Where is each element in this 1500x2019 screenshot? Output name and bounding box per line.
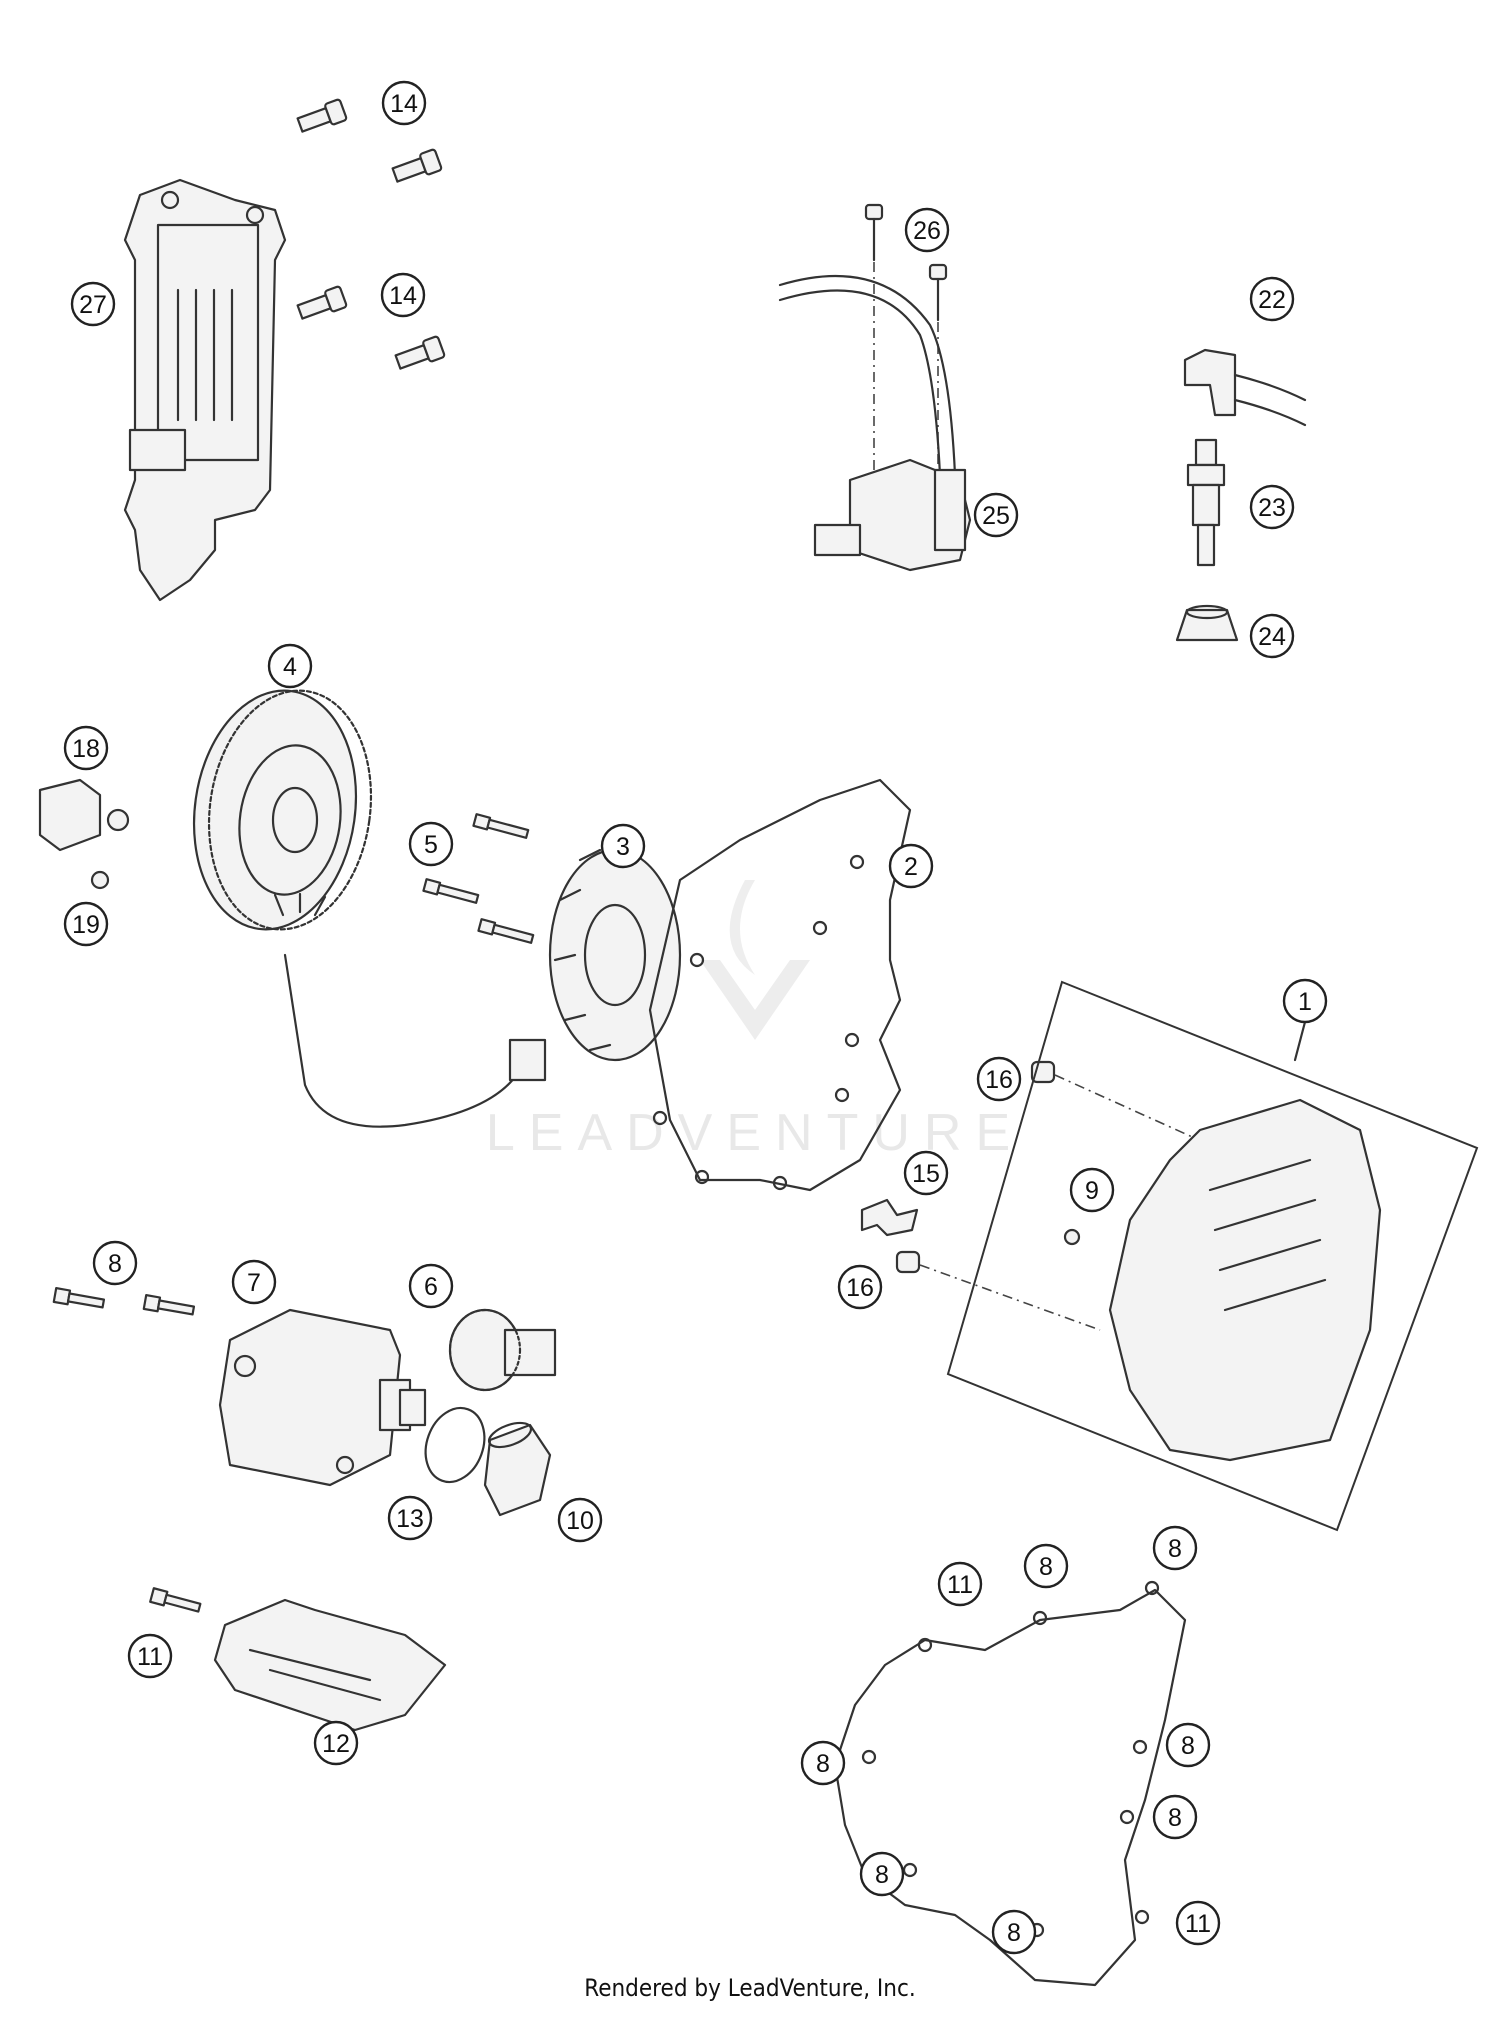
callout-12: 12 (313, 1720, 359, 1766)
spark-plug-23 (1186, 438, 1226, 567)
callout-number: 14 (389, 282, 417, 310)
callout-8: 8 (859, 1851, 905, 1897)
screw-11-left (149, 1587, 202, 1613)
callout-8: 8 (1152, 1794, 1198, 1840)
callout-number: 11 (137, 1643, 163, 1671)
callout-11: 11 (937, 1561, 983, 1607)
callout-number: 19 (72, 911, 100, 939)
o-ring-13 (424, 1406, 486, 1484)
callout-number: 16 (846, 1274, 874, 1302)
callout-27: 27 (70, 281, 116, 327)
callout-number: 8 (1168, 1804, 1182, 1832)
callout-number: 26 (913, 217, 941, 245)
callout-number: 15 (912, 1160, 940, 1188)
callout-7: 7 (231, 1259, 277, 1305)
sensor-18 (38, 778, 130, 852)
callout-8: 8 (1023, 1543, 1069, 1589)
callout-6: 6 (408, 1263, 454, 1309)
callout-number: 6 (424, 1273, 438, 1301)
callout-8: 8 (92, 1240, 138, 1286)
sleeve-10 (483, 1421, 552, 1517)
callout-4: 4 (267, 643, 313, 689)
footer-credit: Rendered by LeadVenture, Inc. (584, 1974, 916, 2002)
callout-11: 11 (1175, 1900, 1221, 1946)
callout-19: 19 (63, 901, 109, 947)
callout-16: 16 (976, 1056, 1022, 1102)
callout-number: 8 (1007, 1919, 1021, 1947)
watermark-text: LEADVENTURE (486, 1104, 1024, 1162)
callout-number: 16 (985, 1066, 1013, 1094)
callout-number: 27 (79, 291, 107, 319)
callout-number: 22 (1258, 286, 1286, 314)
callout-number: 8 (1181, 1732, 1195, 1760)
flywheel-4 (192, 689, 373, 931)
callout-number: 7 (247, 1269, 261, 1297)
stator-3 (273, 848, 682, 1128)
callout-16: 16 (837, 1264, 883, 1310)
callout-number: 5 (424, 831, 438, 859)
ignition-cover-1 (946, 980, 1479, 1532)
callout-23: 23 (1249, 484, 1295, 530)
nut-19 (90, 870, 110, 890)
callout-14: 14 (381, 80, 427, 126)
bolts-14 (296, 98, 446, 370)
seal-24 (1175, 604, 1239, 642)
callout-8: 8 (1152, 1525, 1198, 1571)
callout-9: 9 (1069, 1167, 1115, 1213)
callout-22: 22 (1249, 276, 1295, 322)
callout-8: 8 (991, 1909, 1037, 1955)
callout-number: 8 (1168, 1535, 1182, 1563)
clip-15 (860, 1198, 919, 1237)
callout-18: 18 (63, 725, 109, 771)
callout-8: 8 (800, 1740, 846, 1786)
callout-number: 8 (816, 1750, 830, 1778)
callout-14: 14 (380, 272, 426, 318)
callout-3: 3 (600, 823, 646, 869)
control-unit-27 (123, 178, 287, 602)
protection-plate-12 (213, 1598, 447, 1732)
callout-number: 8 (875, 1861, 889, 1889)
starter-drive-6 (448, 1308, 557, 1392)
callout-number: 10 (566, 1507, 594, 1535)
starter-motor-7 (218, 1308, 427, 1487)
callout-5: 5 (408, 821, 454, 867)
callout-number: 4 (283, 653, 297, 681)
callout-number: 23 (1258, 494, 1286, 522)
callout-11: 11 (127, 1633, 173, 1679)
callout-number: 9 (1085, 1177, 1099, 1205)
callout-10: 10 (557, 1497, 603, 1543)
callout-number: 13 (396, 1505, 424, 1533)
screws-5 (422, 813, 535, 944)
callout-number: 18 (72, 735, 100, 763)
callout-8: 8 (1165, 1722, 1211, 1768)
callout-15: 15 (903, 1150, 949, 1196)
callout-number: 2 (904, 853, 918, 881)
callout-13: 13 (387, 1495, 433, 1541)
callout-26: 26 (904, 207, 950, 253)
cover-gasket (833, 1580, 1187, 1987)
callout-number: 1 (1298, 988, 1312, 1016)
callout-number: 24 (1258, 623, 1286, 651)
callout-number: 3 (616, 833, 630, 861)
gasket-2 (648, 778, 912, 1192)
callout-number: 8 (1039, 1553, 1053, 1581)
callout-24: 24 (1249, 613, 1295, 659)
callout-number: 14 (390, 90, 418, 118)
callout-number: 25 (982, 502, 1010, 530)
ignition-coil-25 (778, 274, 972, 572)
callout-number: 11 (1185, 1910, 1211, 1938)
bolts-8-left (52, 1287, 196, 1316)
callout-1: 1 (1282, 978, 1328, 1024)
callout-25: 25 (973, 492, 1019, 538)
spark-plug-cap-22 (1183, 348, 1307, 427)
callout-number: 12 (322, 1730, 350, 1758)
callout-number: 8 (108, 1250, 122, 1278)
callout-labels: 14 14 27 26 22 23 25 24 4 18 5 3 2 19 1 16 15 9 8 7 6 16 13 10 8… (63, 80, 1328, 1955)
callout-2: 2 (888, 843, 934, 889)
callout-number: 11 (947, 1571, 973, 1599)
